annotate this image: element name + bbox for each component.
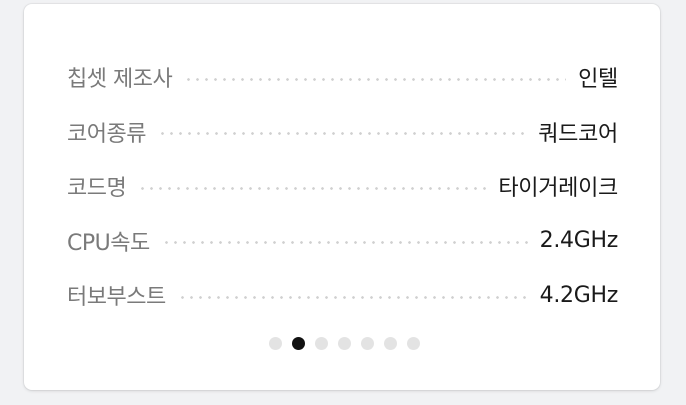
spec-label: CPU속도 <box>67 230 150 256</box>
spec-value: 4.2GHz <box>539 282 619 308</box>
spec-value: 타이거레이크 <box>498 176 618 202</box>
spec-label: 칩셋 제조사 <box>67 67 173 93</box>
spec-row-chipset-maker: 칩셋 제조사 인텔 <box>67 50 618 105</box>
spec-value: 2.4GHz <box>539 228 619 254</box>
spec-label: 터보부스트 <box>67 285 166 311</box>
dotted-leader <box>184 77 567 81</box>
spec-row-core-type: 코어종류 쿼드코어 <box>67 105 618 160</box>
spec-value: 쿼드코어 <box>538 121 618 147</box>
spec-row-cpu-speed: CPU속도 2.4GHz <box>67 214 618 269</box>
pagination-dot-active[interactable] <box>291 337 305 350</box>
spec-list: 칩셋 제조사 인텔 코어종류 쿼드코어 코드명 타이거레이크 CPU속도 2.4… <box>67 50 618 323</box>
dotted-leader <box>161 241 528 245</box>
pagination-dot[interactable] <box>337 337 351 350</box>
pagination-dot[interactable] <box>314 337 328 350</box>
spec-card: 칩셋 제조사 인텔 코어종류 쿼드코어 코드명 타이거레이크 CPU속도 2.4… <box>24 4 660 390</box>
spec-label: 코드명 <box>67 176 127 202</box>
spec-row-turbo-boost: 터보부스트 4.2GHz <box>67 268 618 323</box>
dotted-leader <box>138 186 487 190</box>
spec-label: 코어종류 <box>67 121 146 147</box>
dotted-leader <box>157 132 527 136</box>
dotted-leader <box>177 295 528 299</box>
spec-value: 인텔 <box>578 67 618 93</box>
pagination-dot[interactable] <box>268 337 282 350</box>
pagination-dot[interactable] <box>360 337 374 350</box>
pagination-dot[interactable] <box>406 337 420 350</box>
carousel-pagination <box>24 337 660 350</box>
spec-row-codename: 코드명 타이거레이크 <box>67 159 618 214</box>
pagination-dot[interactable] <box>383 337 397 350</box>
